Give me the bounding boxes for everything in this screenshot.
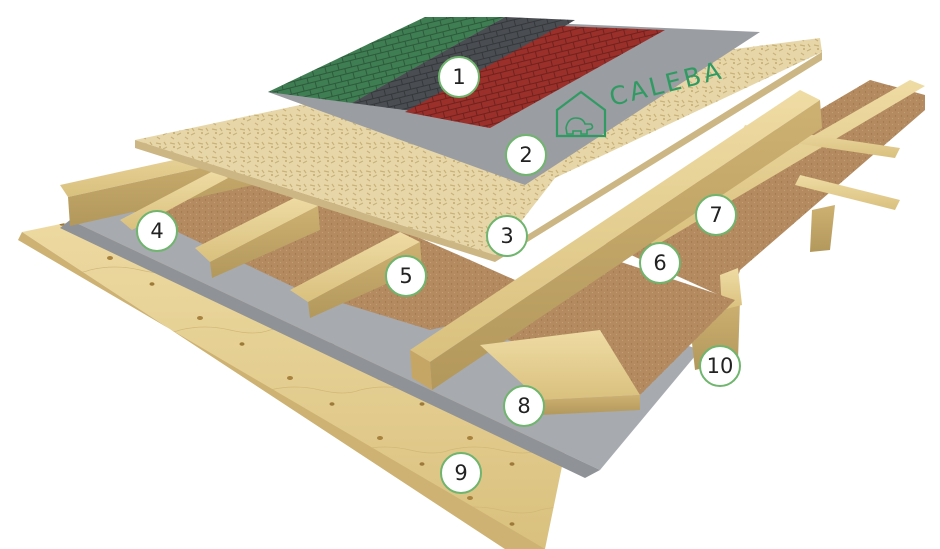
svg-text:5: 5 [399,264,412,288]
marker-9: 9 [440,452,482,494]
marker-6: 6 [639,242,681,284]
svg-text:6: 6 [653,251,666,275]
marker-1: 1 [438,56,480,98]
right-fiberboard-panels [598,80,925,300]
fiberboard-insulation [110,168,560,330]
svg-text:10: 10 [707,354,734,378]
svg-text:3: 3 [500,224,513,248]
main-beam [410,90,822,415]
svg-text:2: 2 [519,143,532,167]
svg-text:1: 1 [452,65,465,89]
marker-5: 5 [385,255,427,297]
svg-text:9: 9 [454,461,467,485]
marker-3: 3 [486,215,528,257]
marker-2: 2 [505,134,547,176]
marker-8: 8 [503,385,545,427]
svg-text:4: 4 [150,219,163,243]
svg-text:8: 8 [517,394,530,418]
marker-4: 4 [136,210,178,252]
marker-7: 7 [695,194,737,236]
svg-text:7: 7 [709,203,722,227]
house-icon [555,90,607,138]
marker-10: 10 [699,345,741,387]
